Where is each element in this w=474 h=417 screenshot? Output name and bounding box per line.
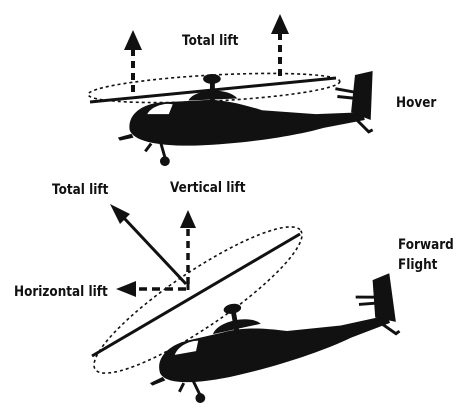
forward-mode-label-line2: Flight bbox=[398, 257, 438, 273]
forward-horizontal-lift-label: Horizontal lift bbox=[14, 284, 108, 300]
hover-mode-label: Hover bbox=[396, 95, 437, 111]
forward-rotor-disc bbox=[91, 226, 303, 374]
forward-total-lift-label: Total lift bbox=[52, 182, 109, 198]
hover-left-lift-arrow bbox=[124, 30, 142, 92]
hover-total-lift-label: Total lift bbox=[182, 33, 239, 49]
forward-total-lift-arrow bbox=[110, 204, 188, 286]
forward-vertical-lift-arrow bbox=[180, 210, 196, 284]
forward-mode-label-line1: Forward bbox=[398, 237, 454, 253]
forward-helicopter-icon bbox=[136, 271, 408, 413]
hover-right-lift-arrow bbox=[271, 14, 289, 76]
forward-horizontal-lift-arrow bbox=[116, 281, 186, 297]
forward-vertical-lift-label: Vertical lift bbox=[170, 180, 246, 196]
